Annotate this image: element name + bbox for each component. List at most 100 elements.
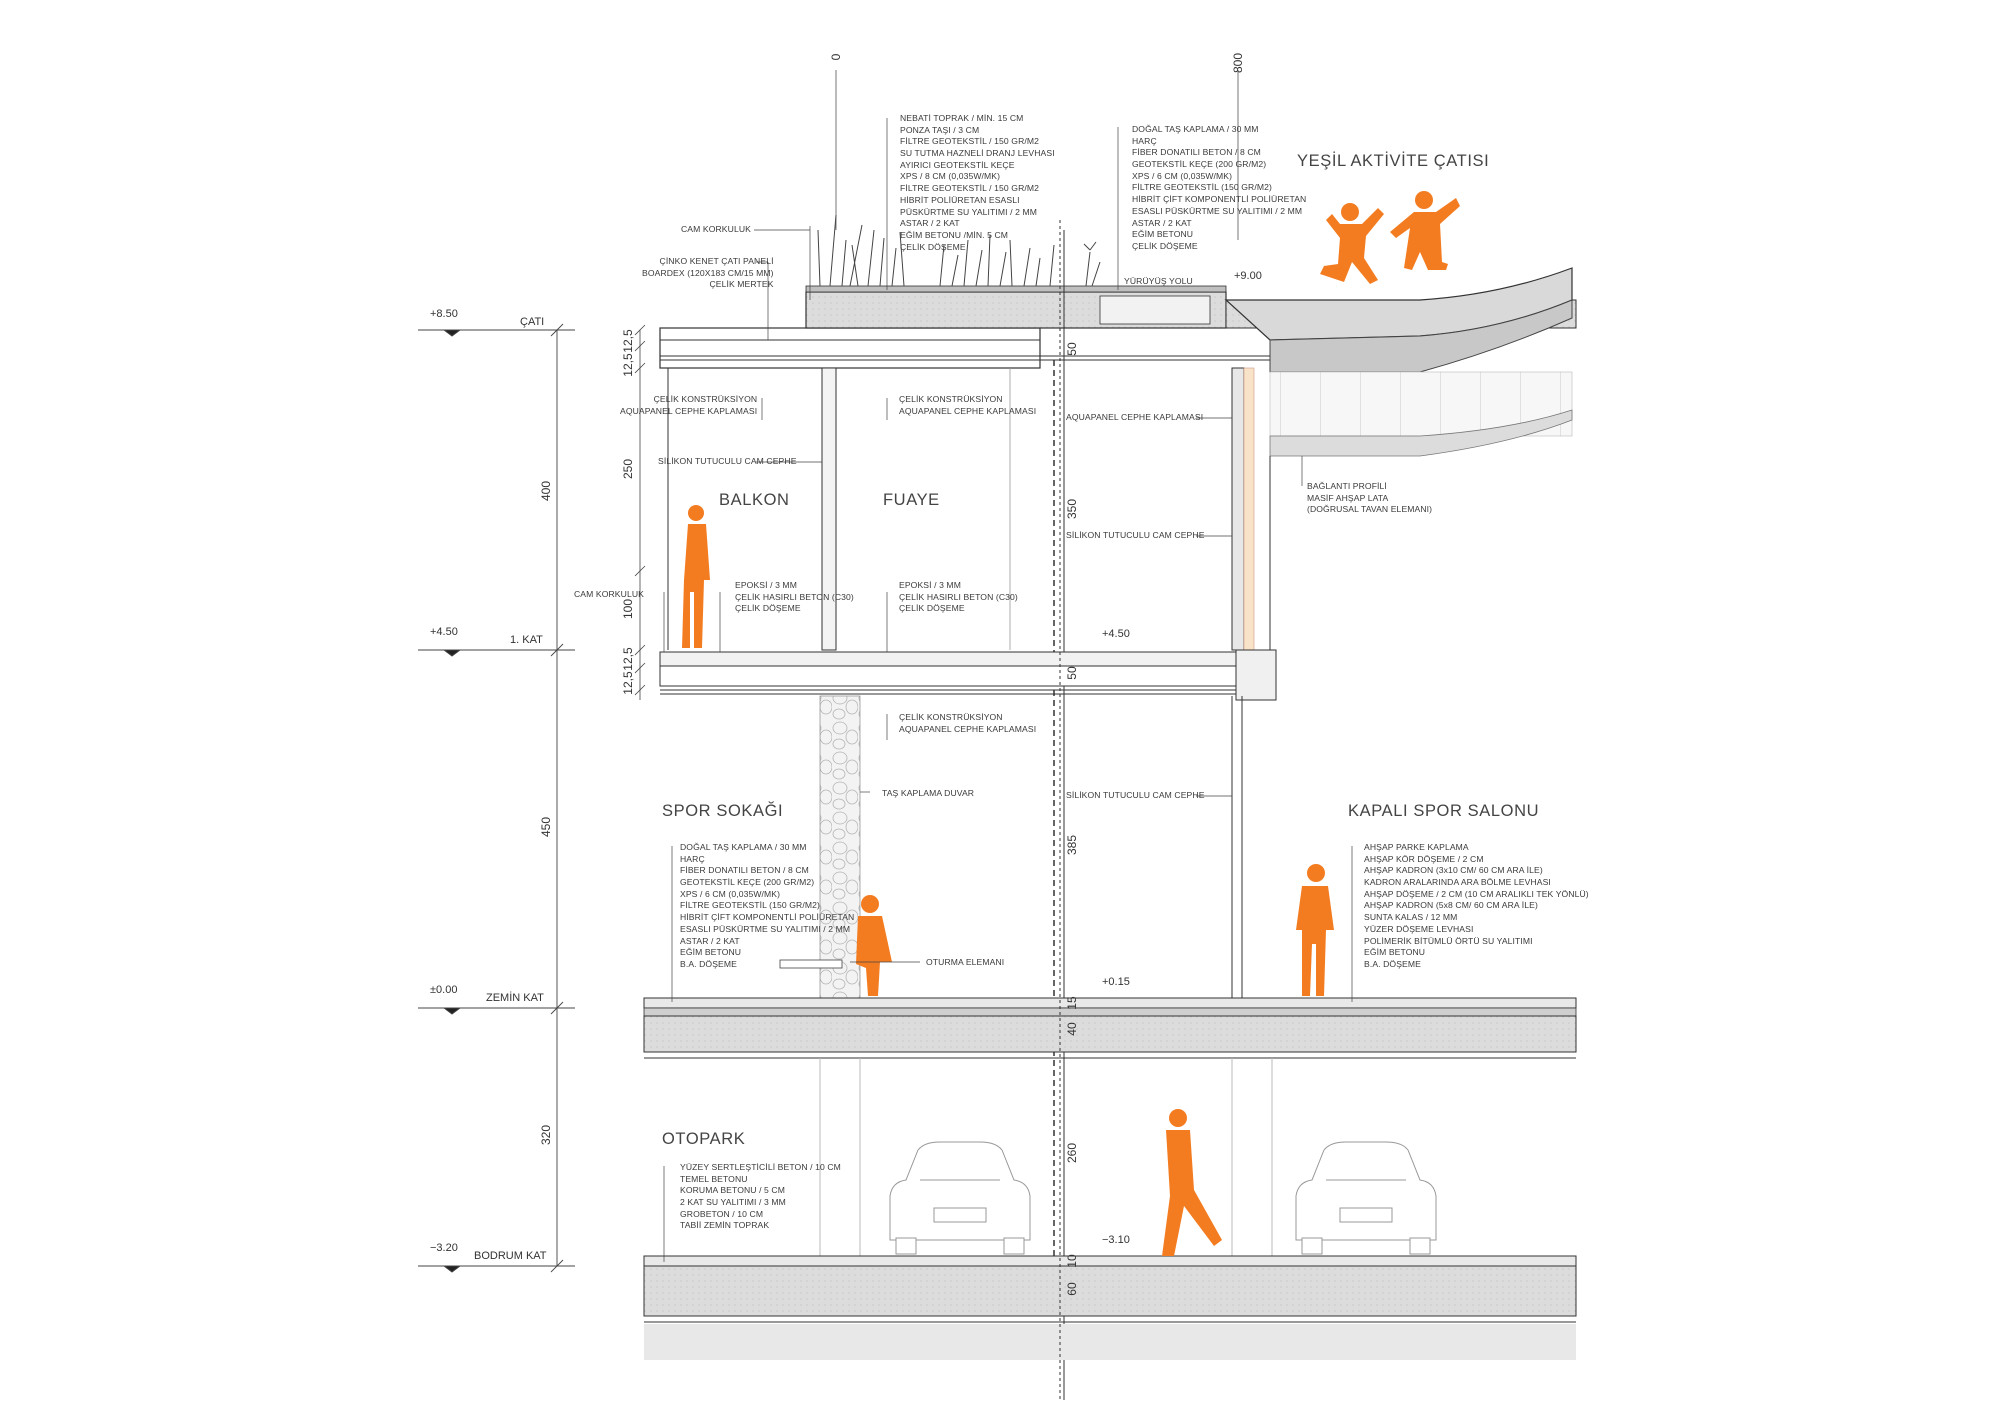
dim-center-2: 350: [1065, 498, 1079, 520]
note-line: XPS / 6 CM (0,035W/MK): [680, 888, 781, 899]
dim-left-2: 12,5: [621, 353, 635, 377]
note-line: BOARDEX (120X183 CM/15 MM): [642, 267, 774, 278]
note-line: AHŞAP KADRON (3x10 CM/ 60 CM ARA İLE): [1364, 865, 1543, 876]
note-line: HARÇ: [680, 853, 705, 864]
dim-center-3: 50: [1065, 666, 1079, 680]
roof-activity-title: YEŞİL AKTİVİTE ÇATISI: [1297, 152, 1490, 170]
note-line: EĞİM BETONU: [1364, 947, 1426, 958]
note-line: (DOĞRUSAL TAVAN ELEMANI): [1307, 504, 1433, 515]
note-line: AYIRICI GEOTEKSTİL KEÇE: [900, 159, 1015, 170]
note-line: ÇELİK DÖŞEME: [899, 603, 965, 614]
note-line: KORUMA BETONU / 5 CM: [680, 1185, 785, 1196]
note-line: XPS / 8 CM (0,035W/MK): [900, 171, 1001, 182]
note-line: EĞİM BETONU /MİN. 5 CM: [900, 229, 1009, 240]
level-name-zemin: ZEMİN KAT: [486, 992, 544, 1004]
note-line: AHŞAP DÖŞEME / 2 CM (10 CM ARALIKLI TEK …: [1364, 888, 1589, 899]
level-value-cati: +8.50: [430, 308, 458, 320]
room-label-balkon: BALKON: [719, 491, 790, 509]
note-line: FİBER DONATILI BETON / 8 CM: [1132, 147, 1261, 158]
note-yuruyus-yolu: YÜRÜYÜŞ YOLU: [1124, 276, 1193, 286]
note-cam-korkuluk-balcony: CAM KORKULUK: [574, 589, 644, 599]
note-silikon-mid-upper: SİLİKON TUTUCULU CAM CEPHE: [1066, 530, 1205, 540]
note-line: SU TUTMA HAZNELİ DRANJ LEVHASI: [900, 148, 1055, 159]
roof-plants: [817, 214, 1101, 287]
figure-spor: [1296, 864, 1334, 996]
note-line: KADRON ARALARINDA ARA BÖLME LEVHASI: [1364, 877, 1551, 888]
dim-left-3: 250: [621, 458, 635, 480]
dim-left-6: 12,5: [621, 671, 635, 695]
car-left: [889, 1141, 1031, 1255]
note-line: AHŞAP KADRON (5x8 CM/ 60 CM ARA İLE): [1364, 900, 1538, 911]
dim-center-9: 60: [1065, 1282, 1079, 1296]
room-label-spor-sokagi: SPOR SOKAĞI: [662, 802, 784, 820]
note-line: AHŞAP KÖR DÖŞEME / 2 CM: [1364, 853, 1484, 864]
note-line: ASTAR / 2 KAT: [1132, 217, 1192, 228]
dim-overall-400: 400: [539, 480, 553, 502]
stone-wall: [819, 695, 861, 999]
note-line: FİLTRE GEOTEKSTİL / 150 GR/M2: [900, 183, 1040, 194]
figure-balkon: [682, 505, 710, 648]
room-label-fuaye: FUAYE: [883, 491, 940, 509]
level-name-cati: ÇATI: [520, 316, 545, 328]
note-line: 2 KAT SU YALITIMI / 3 MM: [680, 1197, 786, 1208]
note-line: TABİİ ZEMİN TOPRAK: [680, 1220, 770, 1231]
note-line: ÇELİK KONSTRÜKSİYON: [653, 394, 758, 404]
note-line: ÇELİK DÖŞEME: [735, 603, 801, 614]
note-line: PONZA TAŞI / 3 CM: [900, 124, 980, 135]
figure-jumping-2: [1390, 191, 1460, 270]
note-line: ÇELİK DÖŞEME: [1132, 240, 1198, 251]
note-line: GROBETON / 10 CM: [680, 1208, 764, 1219]
note-line: ESASLI PÜSKÜRTME SU YALITIMI / 2 MM: [1132, 205, 1303, 216]
note-line: ASTAR / 2 KAT: [680, 935, 740, 946]
note-line: ÇİNKO KENET ÇATI PANELİ: [659, 256, 774, 266]
note-line: ÇELİK HASIRLI BETON (C30): [735, 591, 854, 602]
note-line: HARÇ: [1132, 135, 1157, 146]
note-line: AQUAPANEL CEPHE KAPLAMASI: [899, 723, 1037, 734]
note-line: XPS / 6 CM (0,035W/MK): [1132, 170, 1233, 181]
note-line: YÜZER DÖŞEME LEVHASI: [1364, 923, 1474, 934]
spot-level-floor1: +4.50: [1102, 628, 1130, 640]
note-line: DOĞAL TAŞ KAPLAMA / 30 MM: [1132, 124, 1259, 134]
note-tas-kaplama: TAŞ KAPLAMA DUVAR: [882, 788, 975, 798]
note-line: HİBRİT ÇİFT KOMPONENTLİ POLİÜRETAN: [680, 912, 855, 923]
note-line: ÇELİK KONSTRÜKSİYON: [899, 712, 1003, 722]
note-line: EPOKSİ / 3 MM: [735, 580, 797, 590]
upper-floor-structure: [667, 230, 1271, 1400]
note-line: SUNTA KALAS / 12 MM: [1364, 912, 1458, 923]
dim-center-7: 260: [1065, 1142, 1079, 1164]
note-line: EPOKSİ / 3 MM: [899, 580, 961, 590]
note-line: PÜSKÜRTME SU YALITIMI / 2 MM: [900, 206, 1037, 217]
note-line: FİLTRE GEOTEKSTİL (150 GR/M2): [1132, 182, 1272, 193]
note-line: EĞİM BETONU: [680, 947, 742, 958]
note-line: FİLTRE GEOTEKSTİL / 150 GR/M2: [900, 136, 1040, 147]
note-line: GEOTEKSTİL KEÇE (200 GR/M2): [1132, 159, 1267, 170]
room-label-otopark: OTOPARK: [662, 1130, 746, 1148]
ground-slab: [643, 997, 1577, 1059]
note-line: FİLTRE GEOTEKSTİL (150 GR/M2): [680, 900, 820, 911]
note-oturma: OTURMA ELEMANI: [926, 957, 1005, 967]
dim-overall-320: 320: [539, 1124, 553, 1146]
dim-center-4: 385: [1065, 834, 1079, 856]
figure-sitting: [856, 895, 892, 996]
grid-axis-label-800: 800: [1231, 52, 1245, 74]
note-line: NEBATİ TOPRAK / MİN. 15 CM: [900, 113, 1024, 123]
level-value-zemin: ±0.00: [430, 984, 458, 996]
note-line: B.A. DÖŞEME: [1364, 958, 1421, 969]
figure-jumping-1: [1320, 203, 1384, 284]
note-line: MASİF AHŞAP LATA: [1307, 492, 1389, 503]
note-silikon-mid-lower: SİLİKON TUTUCULU CAM CEPHE: [1066, 790, 1205, 800]
level-lines: [418, 329, 575, 1273]
level-name-bodrum: BODRUM KAT: [474, 1250, 547, 1262]
dim-overall-450: 450: [539, 816, 553, 838]
note-line: ÇELİK DÖŞEME: [900, 241, 966, 252]
note-line: AQUAPANEL CEPHE KAPLAMASI: [899, 405, 1037, 416]
